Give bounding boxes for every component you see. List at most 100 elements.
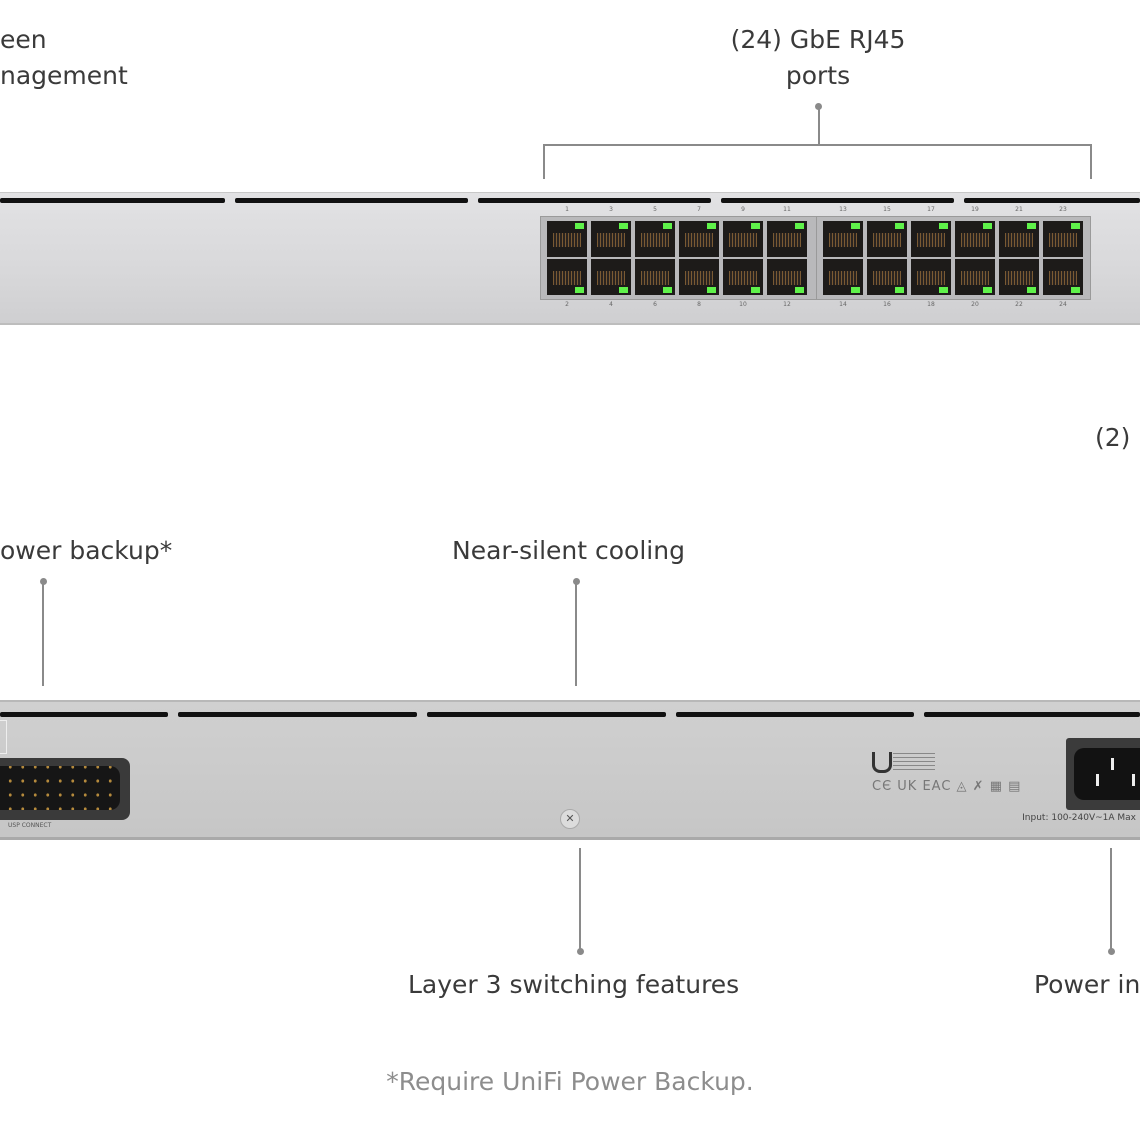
ports-label-line2: ports [785, 61, 851, 90]
port-led [851, 223, 860, 229]
port-led [751, 223, 760, 229]
rj45-port[interactable] [635, 221, 675, 257]
ports-bracket [543, 144, 1092, 146]
port-number: 2 [565, 301, 569, 308]
rj45-port[interactable] [911, 259, 951, 295]
regulatory-text [893, 753, 935, 773]
port-number: 19 [971, 206, 979, 213]
port-number: 15 [883, 206, 891, 213]
port-pins [553, 233, 581, 247]
port-led [1071, 223, 1080, 229]
rj45-port[interactable] [591, 259, 631, 295]
vent-slot [676, 712, 914, 717]
rj45-port[interactable] [723, 259, 763, 295]
power-inlet[interactable] [1066, 738, 1140, 810]
rj45-port[interactable] [1043, 259, 1083, 295]
rj45-port[interactable] [547, 221, 587, 257]
rj45-port[interactable] [679, 259, 719, 295]
port-pins [1005, 271, 1033, 285]
port-pins [597, 271, 625, 285]
rj45-port[interactable] [767, 221, 807, 257]
rj45-port[interactable] [911, 221, 951, 257]
rj45-port[interactable] [1043, 221, 1083, 257]
port-number: 7 [697, 206, 701, 213]
ports-label-line1: (24) GbE RJ45 [730, 25, 906, 54]
port-pins [961, 271, 989, 285]
port-led [1071, 287, 1080, 293]
ports-callout-dot [815, 103, 822, 110]
port-led [895, 223, 904, 229]
port-number: 16 [883, 301, 891, 308]
port-pins [829, 233, 857, 247]
port-number: 1 [565, 206, 569, 213]
port-led [575, 223, 584, 229]
port-pins [773, 233, 801, 247]
port-pins [553, 271, 581, 285]
rj45-port[interactable] [767, 259, 807, 295]
port-pins [1049, 233, 1077, 247]
port-number: 17 [927, 206, 935, 213]
rear-switch [0, 720, 7, 754]
power-rating-label: Input: 100-240V~1A Max [1022, 813, 1136, 823]
footnote: *Require UniFi Power Backup. [386, 1067, 754, 1096]
vent-slot [964, 198, 1140, 203]
layer3-dot [577, 948, 584, 955]
usp-label: USP CONNECT [8, 822, 52, 829]
port-led [663, 223, 672, 229]
vent-slot [235, 198, 468, 203]
vent-slot [0, 712, 168, 717]
rj45-port[interactable] [823, 221, 863, 257]
port-led [575, 287, 584, 293]
port-pins [641, 233, 669, 247]
rj45-port[interactable] [999, 259, 1039, 295]
rj45-port[interactable] [867, 259, 907, 295]
layer3-line [579, 848, 581, 952]
usp-pins [0, 766, 120, 810]
port-number: 9 [741, 206, 745, 213]
rj45-port[interactable] [547, 259, 587, 295]
power-input-label: Power in [1034, 970, 1140, 999]
port-number: 20 [971, 301, 979, 308]
port-pins [641, 271, 669, 285]
port-pins [829, 271, 857, 285]
port-number: 10 [739, 301, 747, 308]
rj45-port[interactable] [867, 221, 907, 257]
port-number: 23 [1059, 206, 1067, 213]
port-number: 18 [927, 301, 935, 308]
rj45-port[interactable] [823, 259, 863, 295]
rj45-port[interactable] [679, 221, 719, 257]
cooling-dot [573, 578, 580, 585]
vent-slot [178, 712, 417, 717]
power-backup-line [42, 582, 44, 686]
port-led [707, 223, 716, 229]
port-number: 5 [653, 206, 657, 213]
port-led [983, 287, 992, 293]
rj45-port[interactable] [591, 221, 631, 257]
port-number: 21 [1015, 206, 1023, 213]
port-led [707, 287, 716, 293]
rj45-port[interactable] [955, 259, 995, 295]
ubiquiti-logo-icon [872, 752, 892, 773]
rj45-port[interactable] [955, 221, 995, 257]
power-backup-label: ower backup* [0, 536, 173, 565]
port-pins [1049, 271, 1077, 285]
rj45-port[interactable] [999, 221, 1039, 257]
port-pins [1005, 233, 1033, 247]
vent-slot [924, 712, 1140, 717]
power-input-line [1110, 848, 1112, 952]
rj45-port[interactable] [635, 259, 675, 295]
layer3-label: Layer 3 switching features [408, 970, 740, 999]
port-number: 6 [653, 301, 657, 308]
ports-callout-line [818, 107, 820, 145]
usp-connector[interactable] [0, 758, 130, 820]
port-led [619, 223, 628, 229]
port-led [795, 287, 804, 293]
port-led [939, 223, 948, 229]
power-input-dot [1108, 948, 1115, 955]
port-led [619, 287, 628, 293]
certification-marks-icon: CЄ UK EAC ◬ ✗ ▦ ▤ [872, 779, 1022, 794]
port-led [1027, 223, 1036, 229]
port-pins [873, 233, 901, 247]
port-led [751, 287, 760, 293]
rj45-port[interactable] [723, 221, 763, 257]
